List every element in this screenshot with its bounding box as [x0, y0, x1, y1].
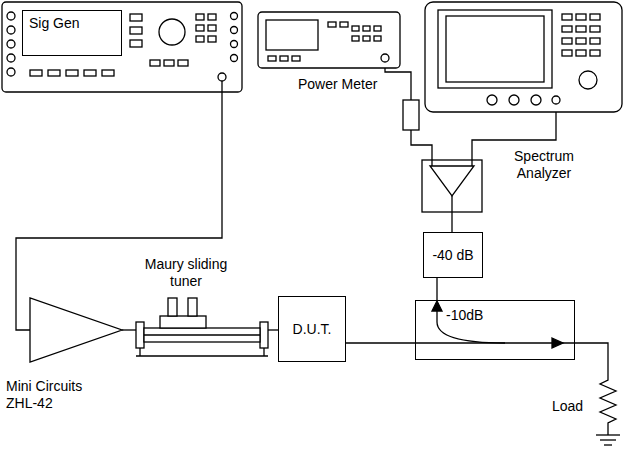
instrument-label: Power Meter — [298, 76, 388, 93]
label-text: Mini Circuits ZHL-42 — [6, 378, 82, 411]
attenuator-box: -40 dB — [423, 232, 483, 278]
sliding-tuner — [136, 298, 268, 356]
part-label: Mini Circuits ZHL-42 — [6, 378, 110, 412]
load-resistor — [575, 343, 620, 445]
rf-cable — [16, 81, 222, 330]
rf-cable — [268, 329, 278, 330]
node-text: -10dB — [446, 307, 483, 324]
instrument-label: Spectrum Analyzer — [500, 148, 588, 182]
part-label: Maury sliding tuner — [134, 256, 238, 290]
power-meter — [258, 12, 400, 68]
directional-coupler: -10dB — [415, 300, 575, 360]
spectrum-analyzer — [425, 2, 622, 112]
part-label: Load — [552, 398, 594, 415]
amplifier-symbol — [30, 298, 122, 362]
node-text: Sig Gen — [29, 15, 80, 32]
label-text: Power Meter — [298, 76, 377, 92]
rf-connection — [436, 278, 437, 300]
label-text: Maury sliding tuner — [145, 256, 227, 289]
label-text: Load — [552, 398, 583, 414]
rf-cable — [451, 212, 452, 232]
label-text: Spectrum Analyzer — [514, 148, 574, 181]
signal-generator — [2, 2, 242, 92]
rf-cable — [411, 130, 432, 160]
dut-box: D.U.T. — [278, 296, 346, 362]
node-text: D.U.T. — [293, 321, 332, 338]
node-text: -40 dB — [432, 247, 473, 264]
rf-connection — [346, 342, 415, 343]
rf-cable — [122, 329, 136, 330]
display-screen: Sig Gen — [22, 10, 122, 56]
power-sensor — [403, 100, 419, 130]
coupler-lines — [415, 301, 575, 348]
power-splitter — [422, 160, 482, 212]
